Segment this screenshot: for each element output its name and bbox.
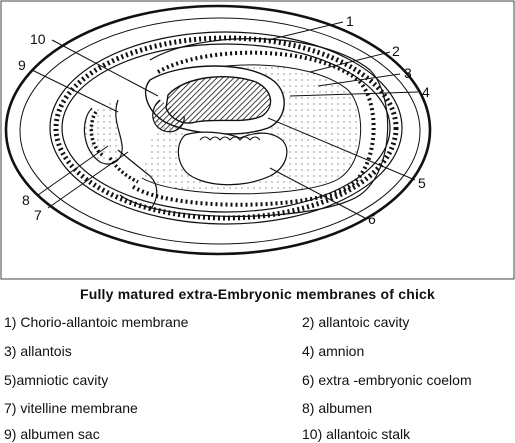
- callout-6: 6: [368, 211, 376, 227]
- shell-membrane: [19, 17, 421, 245]
- legend-item-8: 8) albumen: [302, 400, 373, 416]
- embryo-diagram: 1 2 3 4 5 6 7 8 9 10: [0, 0, 515, 280]
- callout-9: 9: [18, 57, 26, 73]
- callout-8: 8: [22, 192, 30, 208]
- leader-lines: [31, 21, 419, 219]
- amniotic-cavity: [177, 131, 288, 186]
- vitelline-membrane: [117, 149, 158, 211]
- callout-3: 3: [404, 65, 412, 81]
- egg-shell: [4, 4, 432, 256]
- chorio-allantoic-inner: [61, 43, 391, 213]
- callout-2: 2: [392, 43, 400, 59]
- legend-item-4: 4) amnion: [302, 343, 365, 359]
- legend-item-1: 1) Chorio-allantoic membrane: [4, 314, 189, 330]
- callout-4: 4: [422, 84, 430, 100]
- allantois-outer: [119, 38, 389, 217]
- legend-item-7: 7) vitelline membrane: [4, 400, 138, 416]
- legend-item-5: 5)amniotic cavity: [4, 372, 109, 388]
- callout-5: 5: [418, 175, 426, 191]
- legend-item-10: 10) allantoic stalk: [302, 426, 411, 442]
- yolk-folds: [199, 136, 261, 141]
- figure-frame: [0, 0, 515, 280]
- legend-item-9: 9) albumen sac: [4, 426, 100, 442]
- legend-item-6: 6) extra -embryonic coelom: [302, 372, 472, 388]
- chorio-allantoic-beads: [53, 35, 399, 221]
- albumen-sac-beads: [89, 111, 106, 158]
- albumen-sac: [83, 99, 123, 165]
- vitelline-beads: [108, 157, 139, 184]
- embryo-head: [152, 99, 185, 133]
- diagram-svg: 1 2 3 4 5 6 7 8 9 10: [0, 0, 515, 280]
- callout-7: 7: [34, 207, 42, 223]
- legend-item-2: 2) allantoic cavity: [302, 314, 410, 330]
- callout-1: 1: [346, 13, 354, 29]
- chorio-allantoic-membrane: [49, 31, 403, 225]
- legend-item-3: 3) allantois: [4, 343, 72, 359]
- figure-caption: Fully matured extra-Embryonic membranes …: [79, 286, 436, 302]
- callout-10: 10: [30, 31, 46, 47]
